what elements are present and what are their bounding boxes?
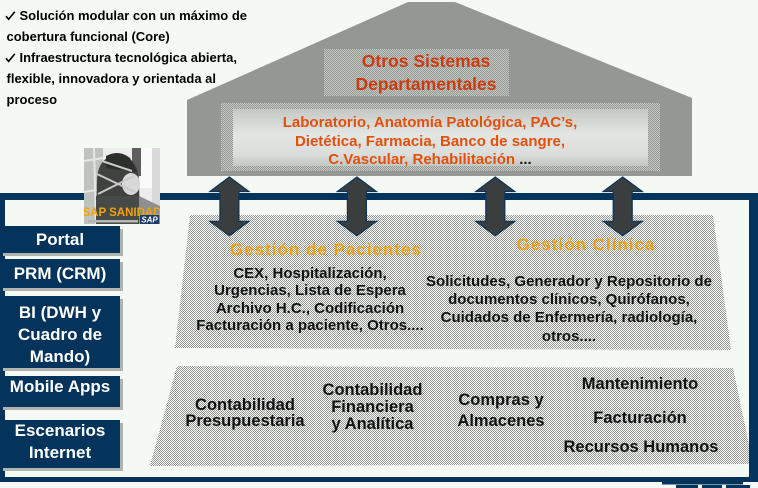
svg-text:SAP: SAP [141,216,158,225]
